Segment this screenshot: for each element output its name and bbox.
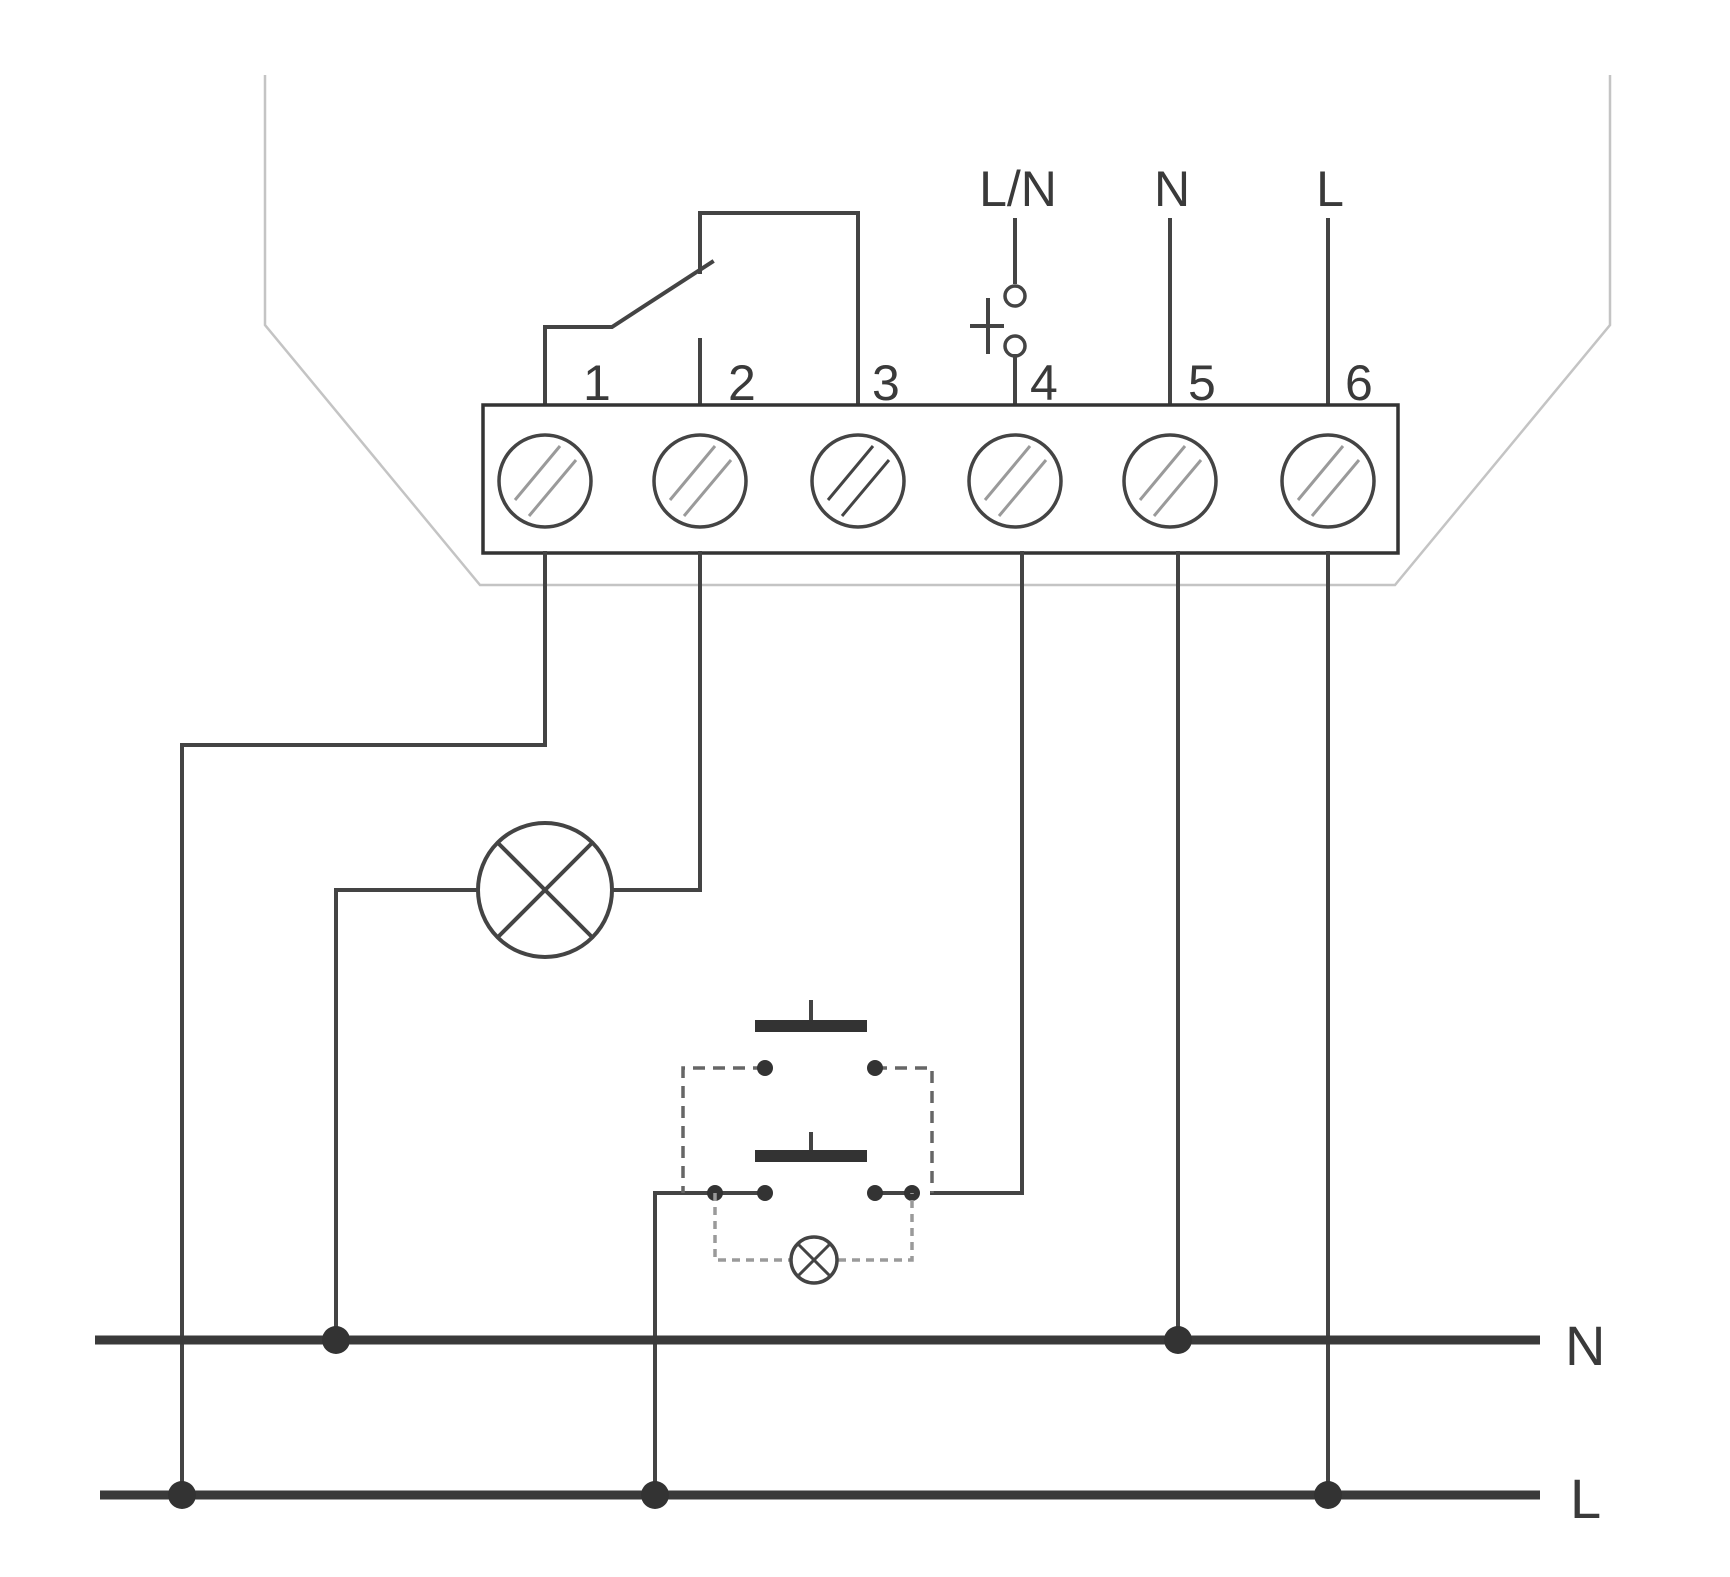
junction-dot (168, 1481, 196, 1509)
terminal-number-3: 3 (872, 355, 900, 411)
terminal-number-6: 6 (1345, 355, 1373, 411)
external-pushbutton-optional (681, 1000, 934, 1193)
screw-terminal-1 (497, 433, 593, 529)
terminal-number-1: 1 (583, 355, 611, 411)
wire-terminal-2 (610, 551, 702, 892)
terminal-number-2: 2 (728, 355, 756, 411)
label-l-top: L (1316, 161, 1344, 217)
wire-lamp-to-n (334, 888, 480, 1342)
bus-label-n: N (1565, 1314, 1605, 1377)
terminal-number-4: 4 (1030, 355, 1058, 411)
junction-dot (641, 1481, 669, 1509)
screw-terminal-6 (1280, 433, 1376, 529)
wire-pushbutton-to-l (653, 1191, 712, 1497)
bus-label-l: L (1570, 1467, 1601, 1530)
screw-terminal-3 (810, 433, 906, 529)
wire-terminal-4 (930, 551, 1024, 1195)
device-housing-outline (263, 75, 1612, 587)
screw-terminal-2 (652, 433, 748, 529)
relay-contact-icon (543, 211, 860, 407)
screw-terminal-4 (967, 433, 1063, 529)
lamp-icon (476, 821, 614, 959)
terminal-number-5: 5 (1188, 355, 1216, 411)
screw-terminal-5 (1122, 433, 1218, 529)
junction-dot (1164, 1326, 1192, 1354)
label-ln: L/N (979, 161, 1057, 217)
terminal-block (481, 403, 1400, 555)
pushbutton-icon (970, 218, 1027, 407)
junction-dot (322, 1326, 350, 1354)
label-n-top: N (1154, 161, 1190, 217)
indicator-lamp-icon (713, 1193, 914, 1285)
junction-dot (1314, 1481, 1342, 1509)
external-pushbutton (707, 1132, 920, 1201)
wire-terminal-1 (180, 551, 547, 1497)
